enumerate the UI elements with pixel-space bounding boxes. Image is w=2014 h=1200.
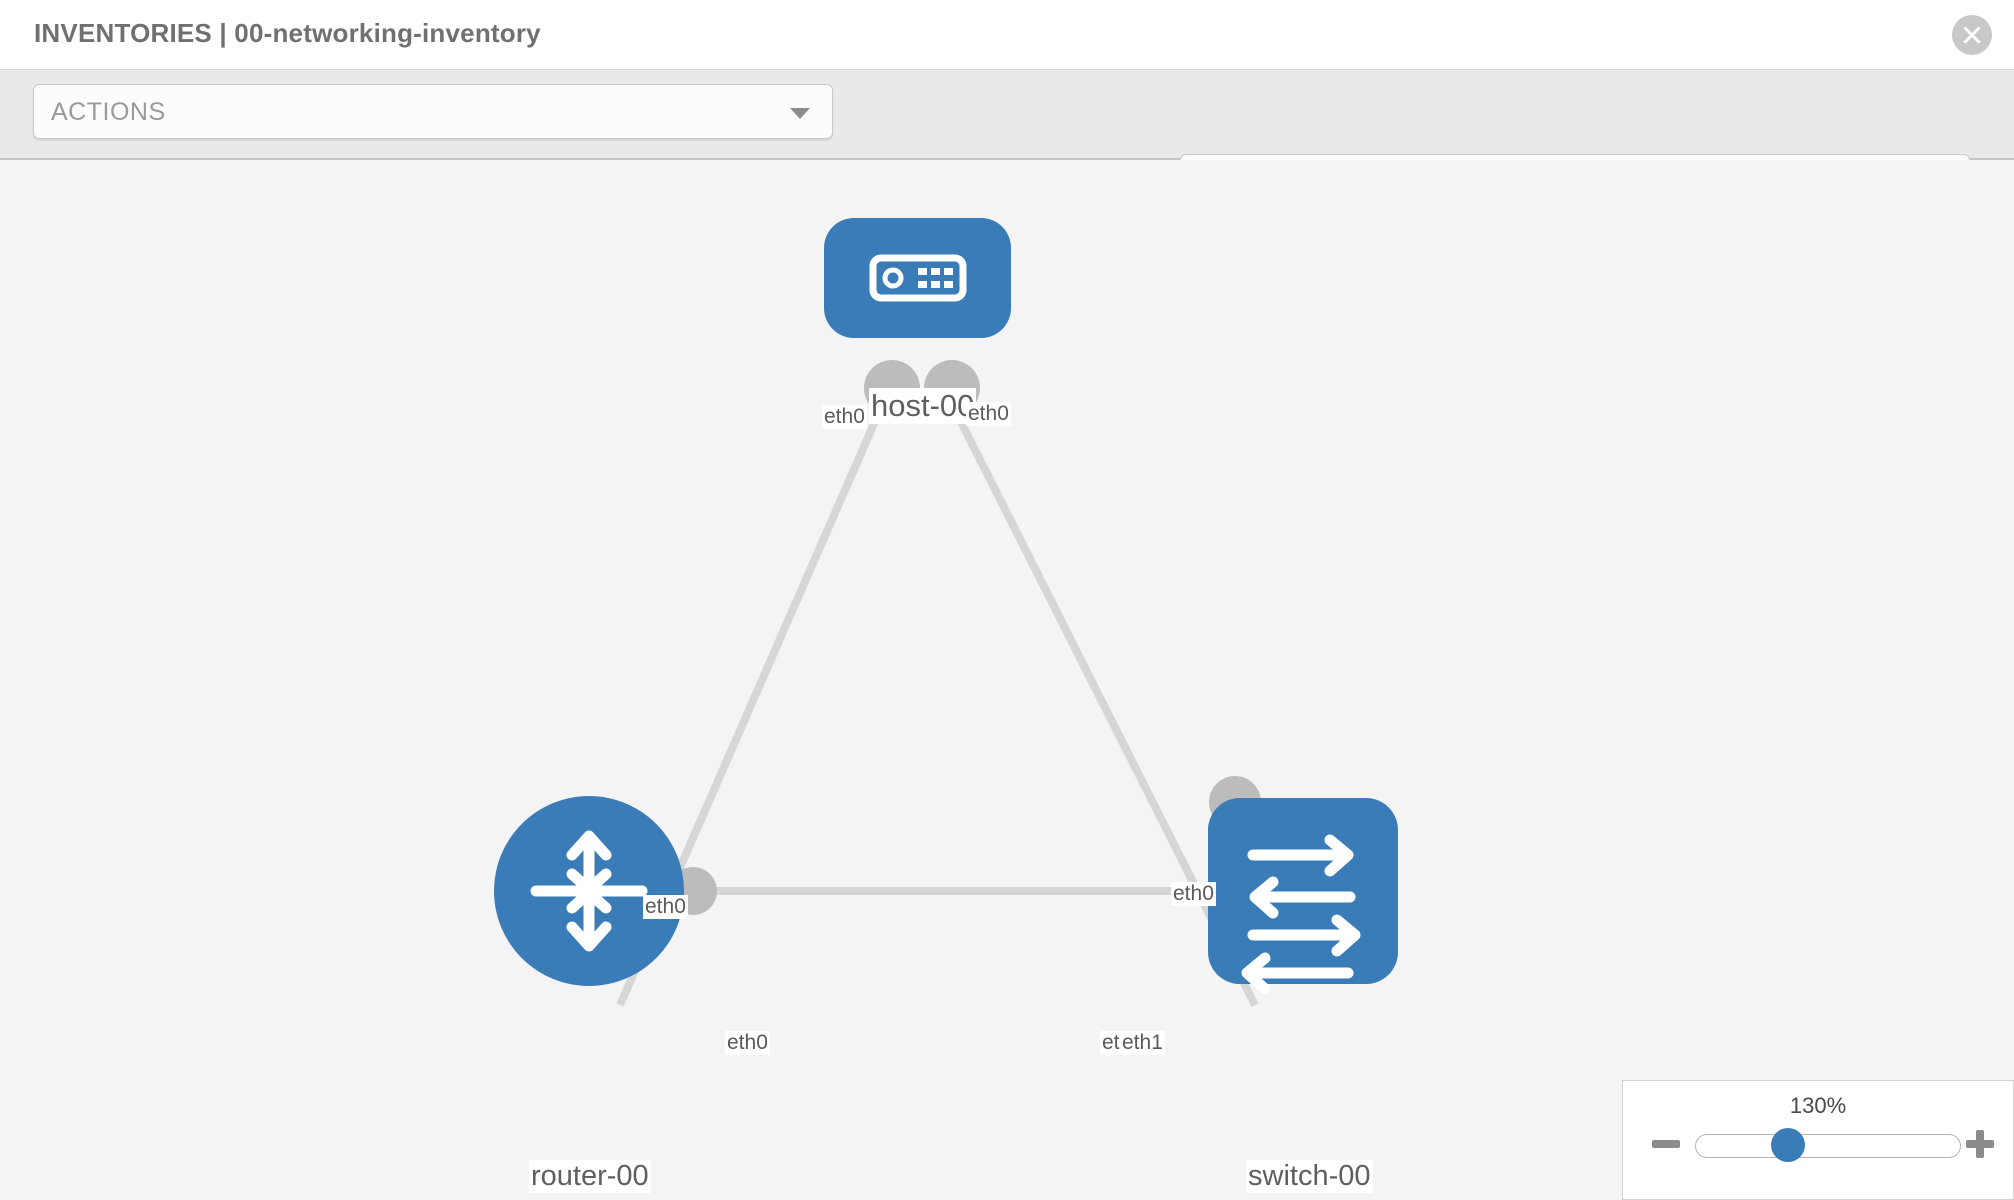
minus-icon-glyph bbox=[1652, 1140, 1680, 1148]
topology-canvas[interactable]: host-00 router-00 switch-00 eth0 eth0 et… bbox=[0, 160, 2014, 1200]
topology-edges bbox=[616, 408, 1259, 1007]
server-icon bbox=[869, 254, 967, 302]
node-label-switch-00: switch-00 bbox=[1246, 1160, 1373, 1193]
minus-icon[interactable] bbox=[1649, 1127, 1683, 1161]
edge-label-host-eth0-right: eth0 bbox=[966, 402, 1011, 426]
zoom-slider-track[interactable] bbox=[1695, 1134, 1961, 1158]
node-switch-00-shape[interactable] bbox=[1208, 798, 1398, 984]
plus-icon-glyph bbox=[1966, 1130, 1994, 1158]
edge-label-router-eth0-uplink: eth0 bbox=[643, 895, 688, 919]
actions-dropdown-label: ACTIONS bbox=[51, 98, 166, 126]
router-arrows-icon bbox=[530, 830, 648, 952]
close-icon-glyph bbox=[1963, 26, 1981, 44]
node-switch-00[interactable] bbox=[1208, 798, 1398, 995]
page-header: INVENTORIES | 00-networking-inventory bbox=[0, 0, 2014, 70]
switch-arrows-icon bbox=[1241, 834, 1361, 995]
chevron-down-icon bbox=[790, 108, 810, 119]
topology-graph bbox=[494, 218, 1398, 1007]
edge-label-host-eth0-left: eth0 bbox=[822, 405, 867, 429]
toolbar: ACTIONS bbox=[0, 70, 2014, 210]
node-label-router-00: router-00 bbox=[529, 1160, 651, 1193]
node-label-host-00: host-00 bbox=[869, 388, 977, 424]
page-title: INVENTORIES | 00-networking-inventory bbox=[34, 18, 541, 48]
node-host-00[interactable] bbox=[824, 218, 1011, 338]
topology-connectors bbox=[669, 360, 1261, 915]
edge-label-router-eth0: eth0 bbox=[725, 1031, 770, 1055]
close-icon[interactable] bbox=[1952, 15, 1992, 55]
node-router-00[interactable] bbox=[494, 796, 684, 986]
node-host-00-shape[interactable] bbox=[824, 218, 1011, 338]
zoom-control: 130% bbox=[1622, 1080, 2014, 1200]
plus-icon[interactable] bbox=[1963, 1127, 1997, 1161]
zoom-slider-thumb[interactable] bbox=[1771, 1128, 1805, 1162]
zoom-percent-label: 130% bbox=[1789, 1093, 1847, 1118]
edge-label-switch-eth0-uplink: eth0 bbox=[1171, 882, 1216, 906]
edge-label-switch-eth1: eth1 bbox=[1120, 1031, 1165, 1055]
actions-dropdown[interactable]: ACTIONS bbox=[33, 84, 833, 139]
